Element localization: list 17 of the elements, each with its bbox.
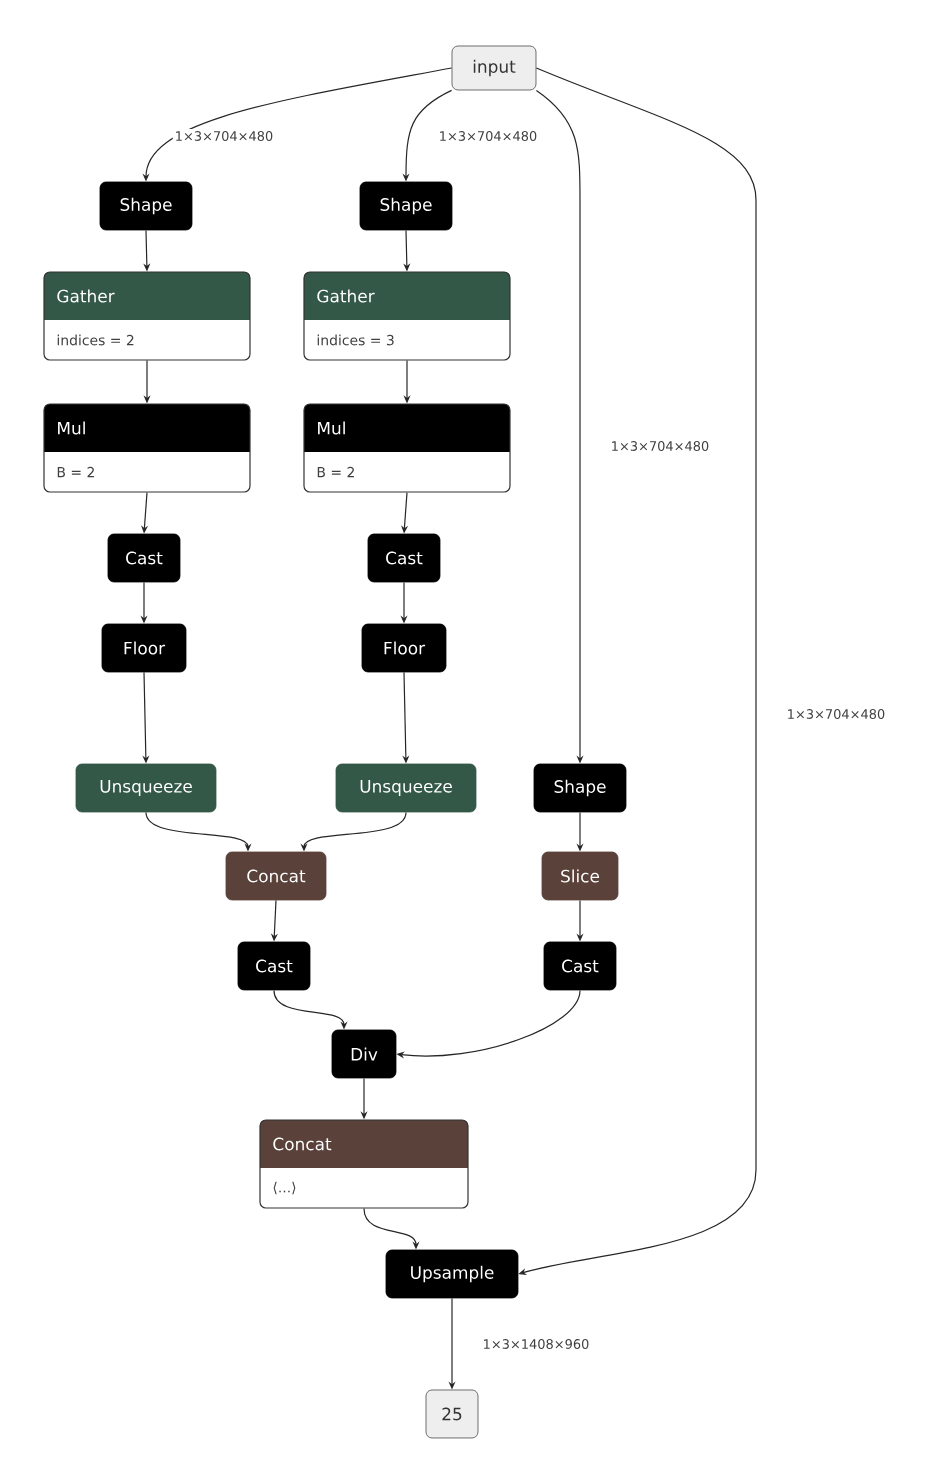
operator-box: Unsqueeze bbox=[75, 763, 217, 813]
operator-box: Cast bbox=[107, 533, 181, 583]
operator-box: Cast bbox=[237, 941, 311, 991]
io-box: 25 bbox=[425, 1389, 479, 1439]
operator-box: Div bbox=[331, 1029, 397, 1079]
operator-box: Concat bbox=[225, 851, 327, 901]
operator-box: Shape bbox=[359, 181, 453, 231]
operator-box: Floor bbox=[361, 623, 447, 673]
operator-box: Shape bbox=[533, 763, 627, 813]
operator-box: Slice bbox=[541, 851, 619, 901]
operator-box: Floor bbox=[101, 623, 187, 673]
operator-box: Shape bbox=[99, 181, 193, 231]
operator-box: Unsqueeze bbox=[335, 763, 477, 813]
operator-box: Cast bbox=[367, 533, 441, 583]
io-box: input bbox=[451, 45, 537, 91]
operator-box: Cast bbox=[543, 941, 617, 991]
operator-box: Upsample bbox=[385, 1249, 519, 1299]
